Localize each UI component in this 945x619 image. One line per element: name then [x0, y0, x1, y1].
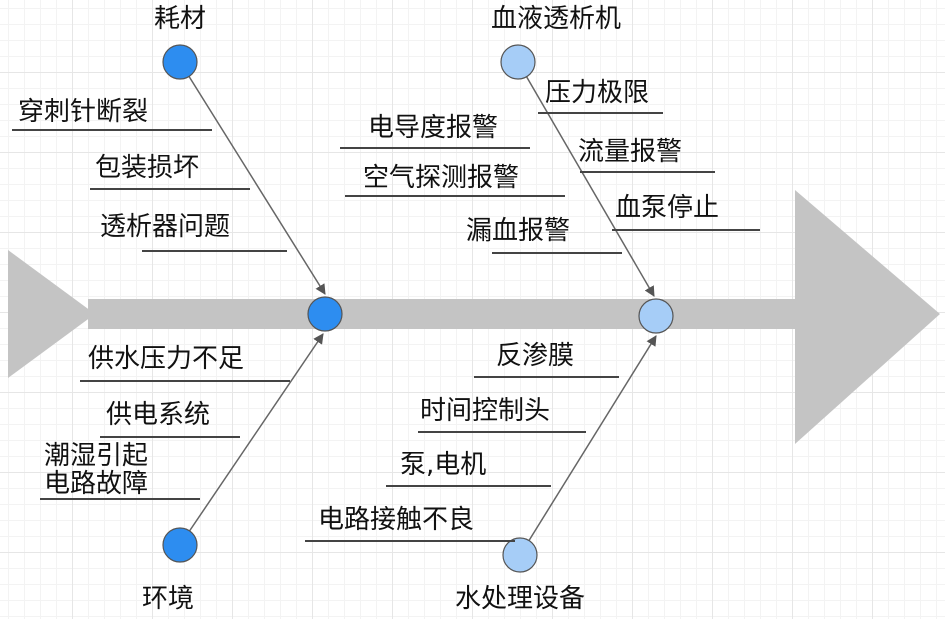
bone-environment [179, 333, 324, 546]
bone-consumables [179, 61, 326, 295]
spine-head [795, 190, 940, 444]
cause-label: 血泵停止 [615, 193, 720, 223]
cause-label: 电路接触不良 [318, 505, 475, 535]
cause-label: 空气探测报警 [363, 163, 520, 193]
cause-label: 流量报警 [578, 137, 683, 167]
spine-tail [8, 250, 95, 378]
cause-label: 供水压力不足 [88, 344, 245, 374]
category-title-consumables: 耗材 [153, 4, 207, 34]
cause-label: 电导度报警 [368, 113, 499, 143]
cause-underline [80, 380, 290, 382]
node-spine-left [307, 296, 343, 332]
cause-underline [580, 171, 715, 173]
cause-label: 反渗膜 [496, 341, 575, 371]
cause-label: 泵,电机 [400, 450, 487, 480]
cause-underline [386, 485, 551, 487]
cause-label: 压力极限 [545, 78, 650, 108]
node-machine [500, 44, 536, 80]
cause-label: 透析器问题 [100, 212, 231, 242]
cause-underline [418, 431, 586, 433]
node-consumables [162, 44, 198, 80]
cause-underline [345, 195, 565, 197]
category-title-environment: 环境 [141, 584, 195, 614]
node-water [502, 537, 538, 573]
cause-underline [340, 147, 530, 149]
node-environment [162, 527, 198, 563]
cause-label: 包装损坏 [95, 153, 200, 183]
cause-underline [492, 252, 622, 254]
cause-underline [100, 436, 240, 438]
cause-label: 潮湿引起 [44, 441, 149, 471]
cause-label: 电路故障 [44, 469, 149, 499]
cause-underline [612, 229, 760, 231]
cause-underline [90, 188, 250, 190]
cause-label: 穿刺针断裂 [18, 97, 149, 127]
cause-underline [305, 540, 515, 542]
cause-underline [142, 250, 287, 252]
cause-label: 时间控制头 [420, 396, 551, 426]
spine-bar [88, 299, 808, 329]
node-spine-right [638, 298, 674, 334]
cause-underline [40, 498, 200, 500]
category-title-water: 水处理设备 [454, 584, 586, 614]
category-title-machine: 血液透析机 [490, 4, 622, 34]
bone-water [519, 335, 657, 556]
cause-label: 漏血报警 [466, 216, 571, 246]
cause-label: 供电系统 [106, 400, 211, 430]
bone-machine [517, 61, 655, 297]
cause-underline [12, 129, 212, 131]
cause-underline [474, 376, 619, 378]
cause-underline [538, 112, 663, 114]
